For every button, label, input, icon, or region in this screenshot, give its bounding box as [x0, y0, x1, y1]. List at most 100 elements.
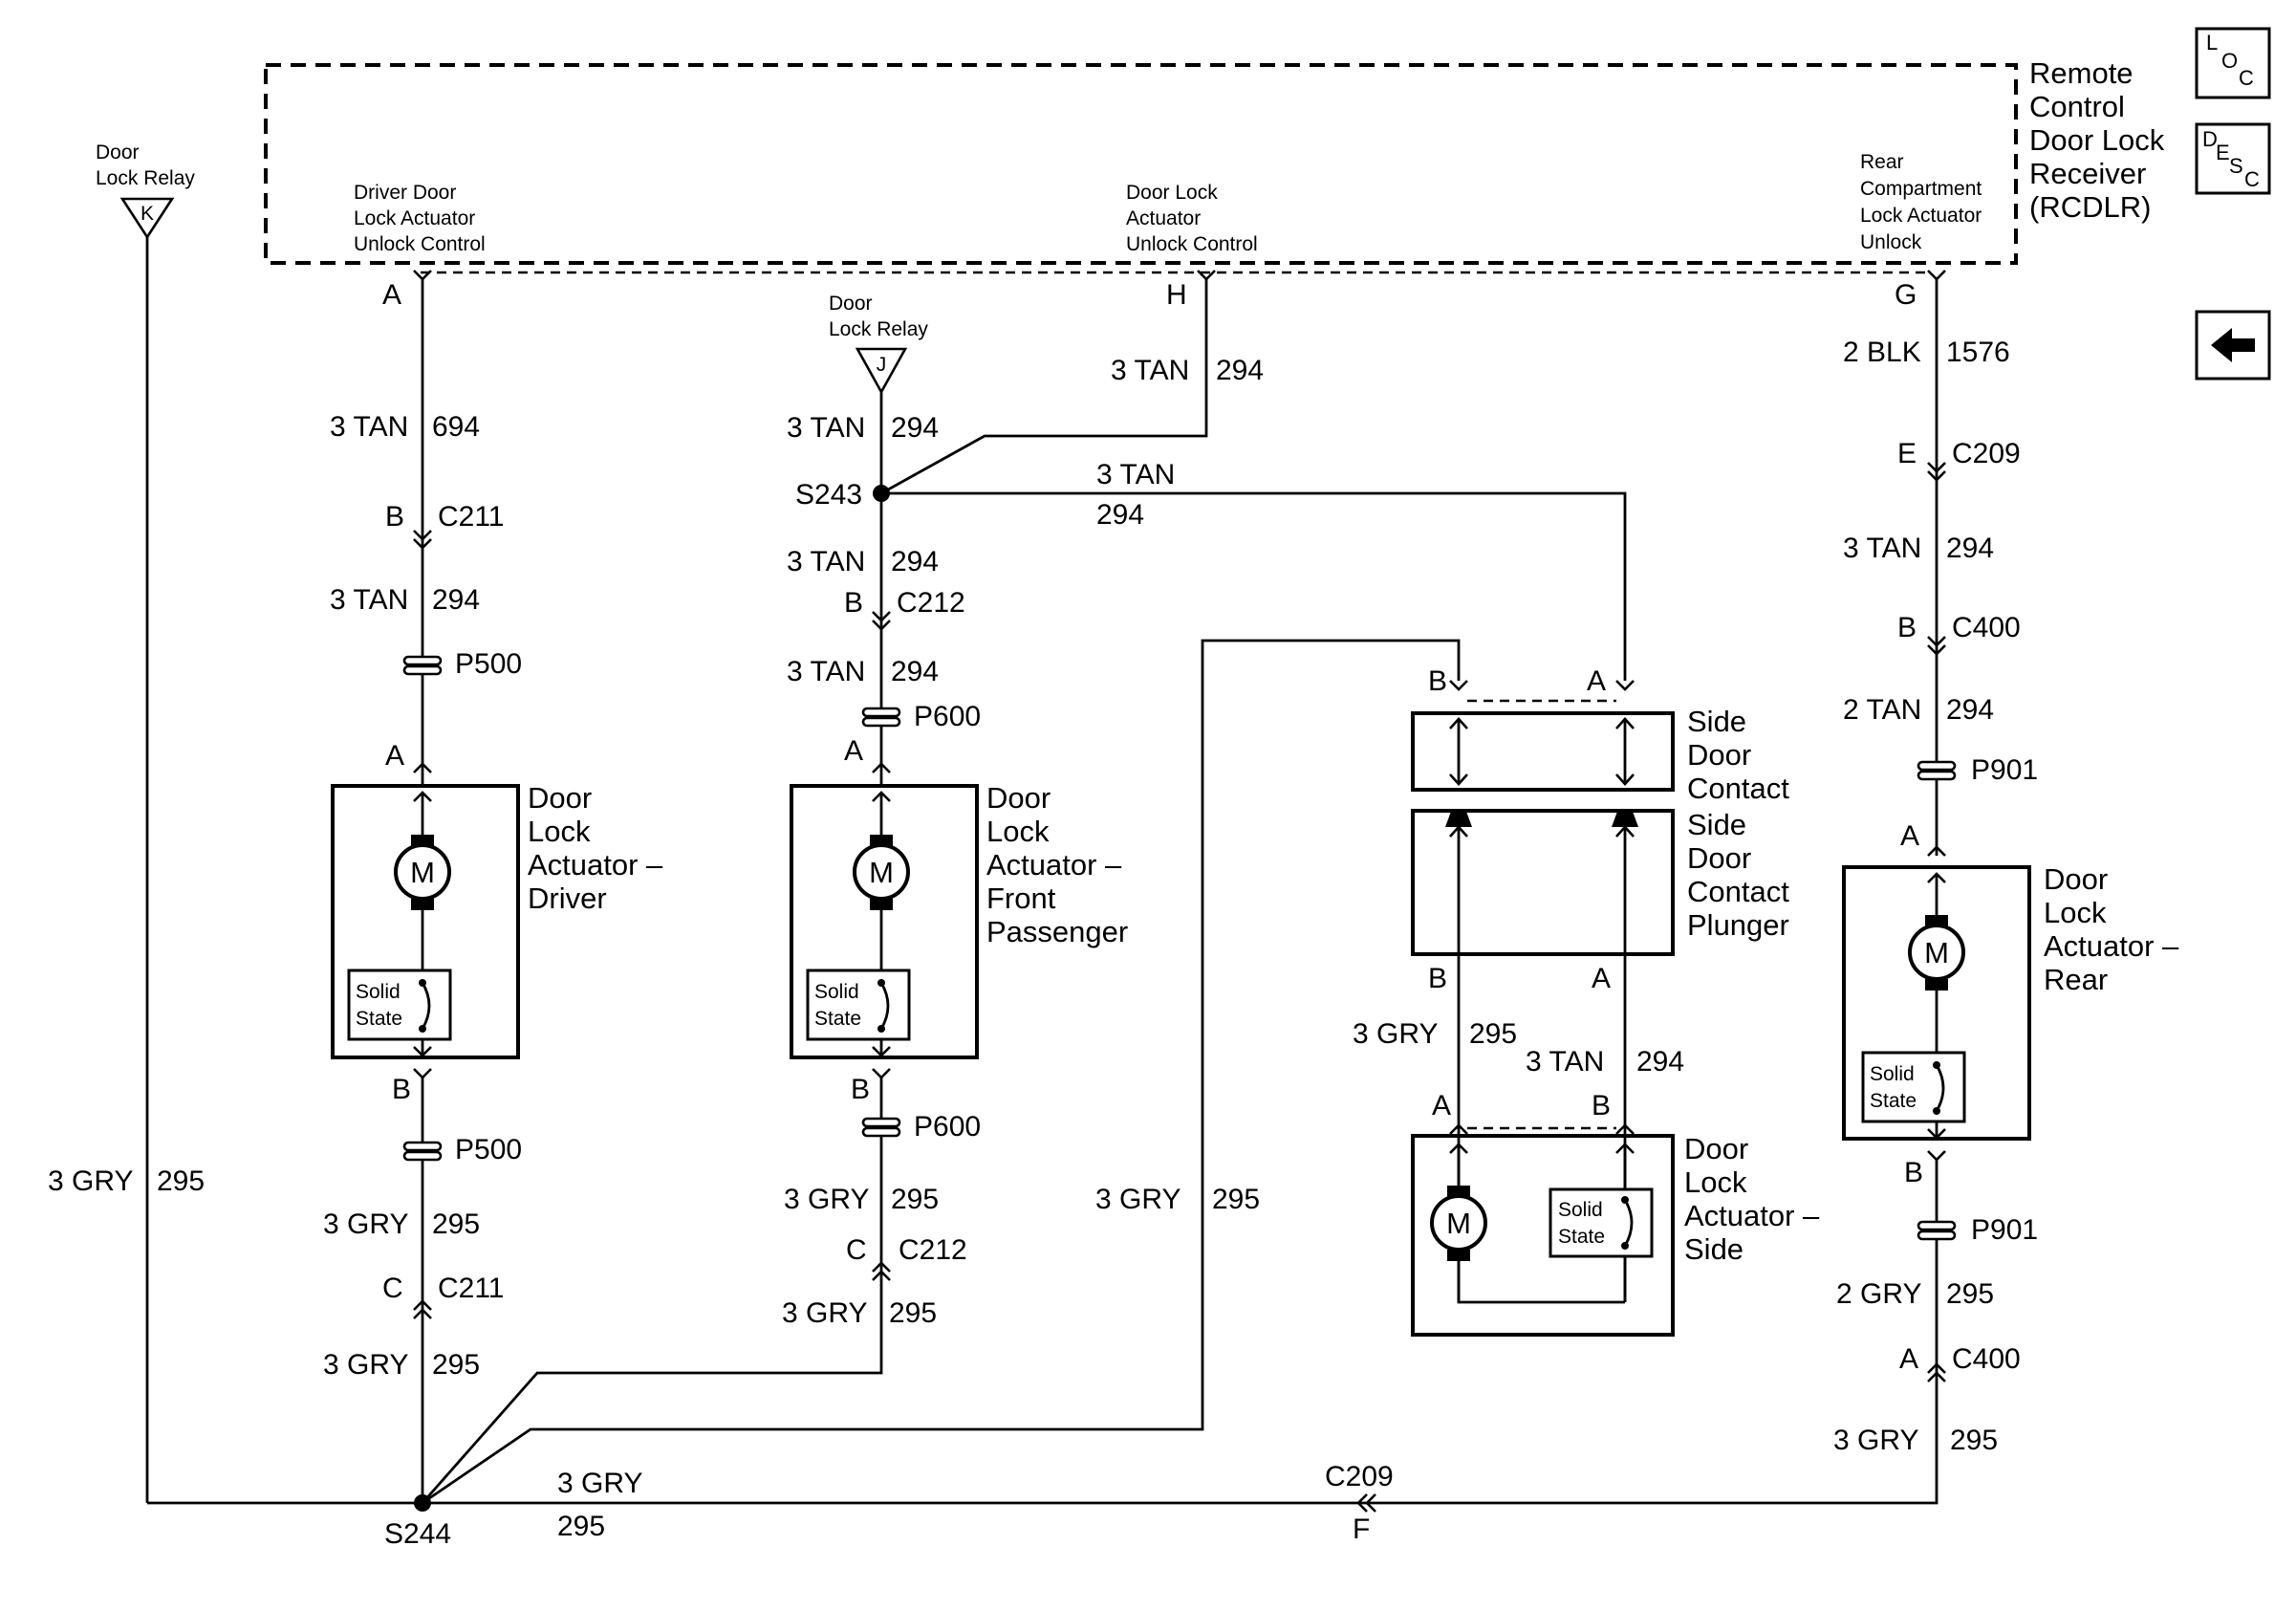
svg-text:C400: C400	[1952, 612, 2021, 643]
svg-text:694: 694	[432, 411, 480, 443]
svg-text:Receiver: Receiver	[2029, 157, 2146, 190]
rear-switch-icon	[1935, 1064, 1945, 1112]
svg-text:294: 294	[1946, 694, 1994, 726]
svg-text:3 GRY: 3 GRY	[1833, 1425, 1919, 1456]
desc-button[interactable]: D E S C	[2195, 122, 2271, 195]
plunger-a-icon	[1612, 809, 1638, 827]
svg-text:Door Lock: Door Lock	[2029, 123, 2165, 157]
svg-text:B: B	[392, 1074, 411, 1105]
door-lock-relay-j: Door Lock Relay J	[829, 293, 928, 395]
rear-upper-circuit: G 2 BLK 1576 E C209 3 TAN 294 B C400 2 T…	[1843, 270, 2038, 857]
svg-text:1576: 1576	[1946, 337, 2010, 368]
rcdlr-title: Remote Control Door Lock Receiver (RCDLR…	[2029, 56, 2165, 224]
svg-text:3 TAN: 3 TAN	[1843, 533, 1921, 564]
svg-text:294: 294	[891, 546, 939, 577]
svg-text:P500: P500	[455, 648, 522, 680]
svg-text:294: 294	[1096, 499, 1144, 531]
svg-text:Unlock: Unlock	[1860, 231, 1922, 253]
svg-text:Actuator –: Actuator –	[986, 848, 1122, 882]
side-door-plunger-box	[1411, 809, 1675, 956]
svg-text:Lock: Lock	[528, 815, 591, 848]
svg-text:(RCDLR): (RCDLR)	[2029, 190, 2151, 224]
svg-text:M: M	[410, 856, 435, 889]
svg-text:295: 295	[557, 1511, 605, 1542]
svg-text:Lock Relay: Lock Relay	[829, 318, 928, 340]
svg-text:P500: P500	[455, 1134, 522, 1165]
svg-text:295: 295	[432, 1349, 480, 1381]
svg-text:Unlock Control: Unlock Control	[354, 233, 486, 255]
svg-text:Door: Door	[986, 781, 1051, 815]
svg-text:A: A	[1587, 665, 1606, 697]
svg-text:Door: Door	[829, 293, 873, 315]
svg-text:295: 295	[891, 1184, 939, 1215]
svg-text:3 GRY: 3 GRY	[323, 1349, 409, 1381]
left-wire-circuit: 295	[157, 1165, 205, 1197]
svg-text:Solid: Solid	[356, 981, 401, 1003]
svg-text:3 GRY: 3 GRY	[782, 1297, 868, 1329]
svg-text:3 TAN: 3 TAN	[787, 546, 865, 577]
svg-text:H: H	[1166, 279, 1187, 311]
svg-text:M: M	[869, 856, 894, 889]
svg-text:295: 295	[1950, 1425, 1998, 1456]
rcdlr-pin-h-description: Door Lock Actuator Unlock Control	[1126, 182, 1258, 255]
svg-text:Remote: Remote	[2029, 56, 2134, 90]
svg-text:E: E	[2216, 141, 2230, 164]
svg-text:294: 294	[1636, 1046, 1684, 1078]
driver-actuator: Door Lock Actuator – Driver M Solid Stat…	[331, 781, 663, 1059]
svg-text:M: M	[1924, 936, 1949, 969]
svg-text:C: C	[2244, 167, 2260, 191]
svg-text:S: S	[2229, 154, 2243, 178]
svg-text:C400: C400	[1952, 1343, 2021, 1375]
svg-text:Unlock Control: Unlock Control	[1126, 233, 1258, 255]
rear-actuator: Door Lock Actuator – Rear M Solid State	[1842, 862, 2179, 1141]
svg-text:B: B	[1428, 665, 1447, 697]
svg-text:Door Lock: Door Lock	[1126, 182, 1218, 204]
back-button[interactable]	[2195, 310, 2271, 381]
svg-text:295: 295	[1469, 1018, 1517, 1050]
svg-text:S244: S244	[384, 1518, 451, 1550]
svg-text:3 GRY: 3 GRY	[1353, 1018, 1439, 1050]
svg-text:C212: C212	[899, 1234, 967, 1266]
svg-text:Door: Door	[96, 142, 140, 163]
svg-text:S243: S243	[795, 479, 862, 511]
p901-top-connector-icon	[1917, 760, 1957, 781]
svg-text:Actuator –: Actuator –	[1684, 1199, 1820, 1232]
s244-splice	[414, 1494, 431, 1512]
svg-text:L: L	[2206, 31, 2218, 54]
svg-text:Rear: Rear	[1860, 151, 1904, 173]
svg-text:Door: Door	[1687, 841, 1751, 875]
svg-text:294: 294	[891, 412, 939, 444]
svg-text:J: J	[877, 354, 887, 376]
svg-text:Actuator –: Actuator –	[2044, 929, 2179, 963]
svg-text:E: E	[1897, 438, 1917, 469]
side-door-circuit: 3 GRY 295 B A Side Door Contact Side Doo…	[422, 639, 1789, 1505]
svg-text:Passenger: Passenger	[986, 915, 1128, 948]
svg-text:Solid: Solid	[814, 981, 859, 1003]
relay-j-terminal-icon	[855, 347, 908, 395]
svg-text:A: A	[1592, 963, 1611, 994]
loc-button[interactable]: L O C	[2195, 27, 2271, 99]
p500-top-connector-icon	[402, 655, 443, 676]
svg-text:C209: C209	[1952, 438, 2021, 469]
side-actuator: Door Lock Actuator – Side M Solid State	[1411, 1132, 1820, 1337]
svg-text:Side: Side	[1687, 705, 1746, 738]
svg-text:C212: C212	[897, 587, 965, 619]
bottom-bus: C209 F 3 GRY 295 S244	[147, 1461, 1394, 1550]
svg-text:Lock: Lock	[2044, 896, 2107, 929]
svg-text:3 GRY: 3 GRY	[784, 1184, 870, 1215]
svg-text:G: G	[1895, 279, 1917, 311]
svg-text:Lock: Lock	[986, 815, 1050, 848]
svg-text:A: A	[382, 279, 401, 311]
svg-text:State: State	[356, 1008, 402, 1030]
p500-bottom-connector-icon	[402, 1141, 443, 1162]
front-upper-circuit: H 3 TAN 294 3 TAN 294 S243 3 TAN 294 3 T…	[787, 270, 1627, 784]
svg-text:M: M	[1446, 1207, 1471, 1240]
svg-text:C209: C209	[1325, 1461, 1394, 1492]
svg-text:Actuator –: Actuator –	[528, 848, 663, 882]
svg-text:Compartment: Compartment	[1860, 178, 1982, 200]
front-lower-circuit: B P600 3 GRY 295 C C212 3 GRY 295	[421, 1068, 981, 1504]
p600-bottom-connector-icon	[861, 1117, 901, 1138]
svg-text:B: B	[851, 1074, 870, 1105]
svg-text:Contact: Contact	[1687, 772, 1789, 805]
